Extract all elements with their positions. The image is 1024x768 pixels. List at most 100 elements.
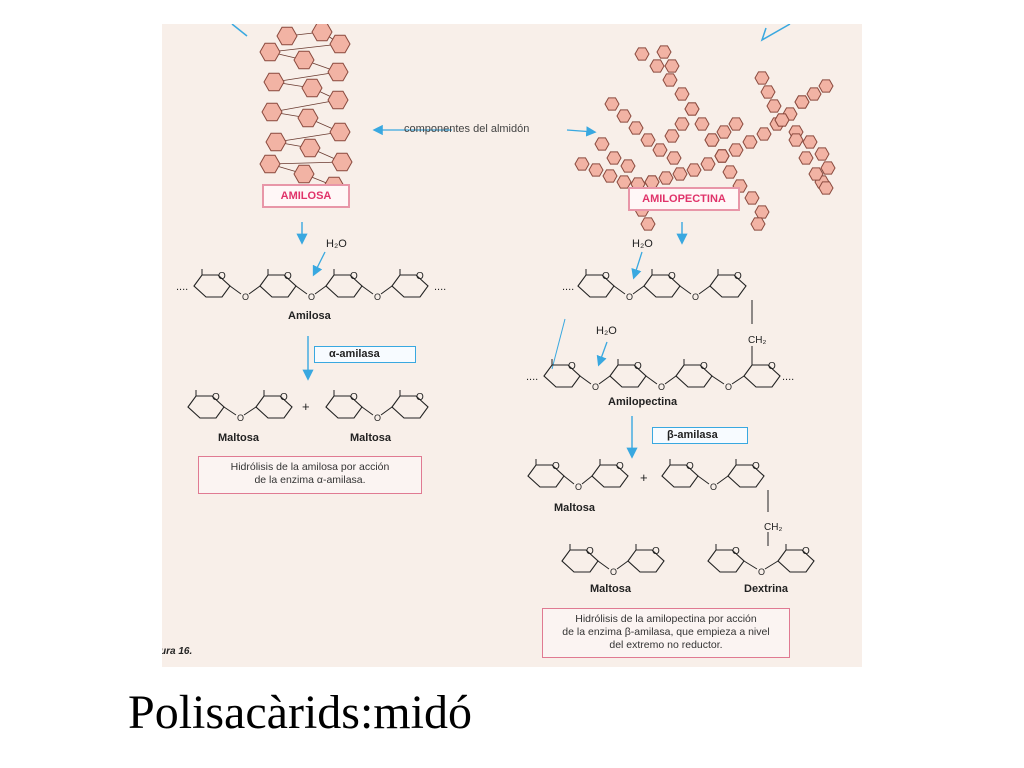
ring-oxygen-label: O (700, 361, 708, 372)
water-label-branch: H₂O (596, 325, 617, 337)
maltose-label-2: Maltosa (350, 432, 391, 444)
amylopectin-glucose-unit (760, 85, 776, 99)
ring-oxygen-label: O (586, 546, 594, 557)
bridge-oxygen-label: O (374, 413, 381, 423)
amylose-glucose-unit (293, 164, 315, 184)
amylopectin-glucose-unit (674, 117, 690, 131)
amylose-glucose-unit (299, 138, 321, 158)
arrow-to-amylopectin (566, 126, 597, 137)
amylopectin-glucose-unit (664, 129, 680, 143)
amylopectin-glucose-unit (662, 73, 678, 87)
ch2-label-1: CH₂ (748, 335, 767, 346)
ring-oxygen-label: O (568, 361, 576, 372)
amylose-helix-illustration (259, 24, 353, 196)
amylose-glucose-unit (329, 34, 351, 54)
figure-number: ura 16. (162, 646, 193, 657)
glycosidic-bond (295, 285, 327, 295)
amylopectin-glucose-unit (694, 117, 710, 131)
water-label-amylopectin: H₂O (632, 238, 653, 250)
bridge-oxygen-label: O (710, 482, 717, 492)
ring-oxygen-label: O (416, 271, 424, 282)
branch-guide-line (551, 318, 566, 370)
amylopectin-glucose-unit (820, 161, 836, 175)
amylopectin-caption-box: Hidrólisis de la amilopectina por acción… (542, 608, 790, 658)
glycosidic-bond (229, 285, 261, 295)
amylose-chain-label: Amilosa (288, 310, 331, 322)
amylopectin-glucose-unit (652, 143, 668, 157)
amylopectin-glucose-unit (640, 133, 656, 147)
amylopectin-box: AMILOPECTINA (628, 187, 740, 211)
amylopectin-glucose-unit (649, 59, 665, 73)
bridge-oxygen-label: O (308, 292, 315, 302)
amylose-caption-line1: Hidrólisis de la amilosa por acción (230, 461, 390, 473)
amylopectin-glucose-unit (806, 87, 822, 101)
glycosidic-bond (711, 375, 745, 385)
amylose-glucose-unit (259, 154, 281, 174)
amylose-glucose-unit (259, 42, 281, 62)
ring-oxygen-label: O (732, 546, 740, 557)
ring-oxygen-label: O (686, 461, 694, 472)
glycosidic-bond (697, 475, 729, 485)
amylopectin-glucose-unit (802, 135, 818, 149)
ring-oxygen-label: O (752, 461, 760, 472)
amylopectin-glucose-unit (620, 159, 636, 173)
amylopectin-glucose-unit (588, 163, 604, 177)
helix-link (271, 99, 339, 113)
amylopectin-glucose-unit (766, 99, 782, 113)
amylose-glucose-unit (311, 24, 333, 42)
glycosidic-bond (743, 560, 779, 570)
amylose-glucose-unit (301, 78, 323, 98)
helix-link (273, 71, 339, 83)
amylose-box: AMILOSA (262, 184, 350, 208)
maltose-label-4: Maltosa (590, 583, 631, 595)
maltose-label-3: Maltosa (554, 502, 595, 514)
ring-oxygen-label: O (280, 392, 288, 403)
glycosidic-bond (361, 285, 393, 295)
plus-sign-left: + (302, 399, 310, 414)
amylopectin-glucose-unit (686, 163, 702, 177)
amylopectin-glucose-unit (640, 217, 656, 231)
water-arrow-amylopectin (631, 251, 643, 280)
amylose-glucose-unit (329, 122, 351, 142)
glycosidic-bond (223, 406, 257, 416)
water-arrow-amylose (312, 251, 326, 277)
ring-oxygen-label: O (602, 271, 610, 282)
ring-oxygen-label: O (652, 546, 660, 557)
glycosidic-bond (679, 285, 711, 295)
water-arrow-branch (596, 341, 608, 367)
amylopectin-glucose-unit (656, 45, 672, 59)
amylopectin-glucose-unit (604, 97, 620, 111)
glycosidic-bond (645, 375, 677, 385)
ring-oxygen-label: O (734, 271, 742, 282)
amylopectin-glucose-unit (714, 149, 730, 163)
amylose-caption-box: Hidrólisis de la amilosa por acción de l… (198, 456, 422, 494)
glycosidic-bond (597, 560, 629, 570)
amylopectin-glucose-unit (674, 87, 690, 101)
amylopectin-glucose-unit (728, 143, 744, 157)
bridge-oxygen-label: O (242, 292, 249, 302)
glycosidic-bond (613, 285, 645, 295)
amylopectin-glucose-unit (756, 127, 772, 141)
amylose-glucose-unit (263, 72, 285, 92)
amylopectin-glucose-unit (616, 109, 632, 123)
chain-continuation: .... (176, 281, 188, 293)
bridge-oxygen-label: O (610, 567, 617, 577)
bridge-oxygen-label: O (725, 382, 732, 392)
amylose-glucose-unit (331, 152, 353, 172)
amylopectin-glucose-unit (628, 121, 644, 135)
amylose-glucose-unit (261, 102, 283, 122)
amylopectin-caption-line2: de la enzima β-amilasa, que empieza a ni… (562, 626, 770, 638)
amylopectin-glucose-unit (728, 117, 744, 131)
water-label-amylose: H₂O (326, 238, 347, 250)
amylopectin-chain-label: Amilopectina (608, 396, 678, 408)
glycosidic-bond (579, 375, 611, 385)
glycosidic-bond (361, 406, 393, 416)
glycosidic-bond (563, 475, 593, 485)
ring-oxygen-label: O (634, 361, 642, 372)
helix-link (275, 131, 341, 143)
amylopectin-glucose-unit (684, 102, 700, 116)
amylopectin-glucose-unit (818, 181, 834, 195)
ring-oxygen-label: O (284, 271, 292, 282)
